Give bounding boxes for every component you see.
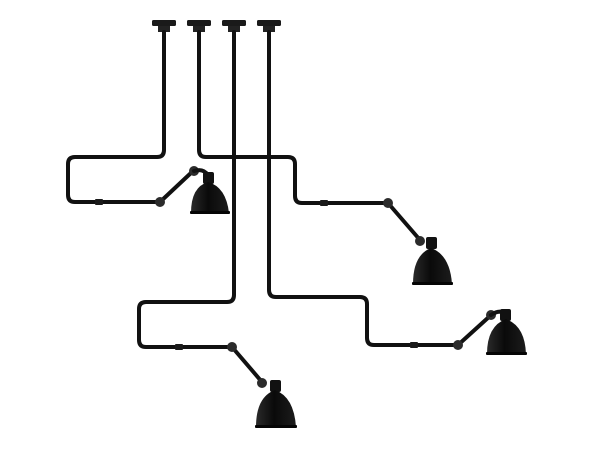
rod-2 — [197, 30, 387, 205]
wall-lamp-icon — [453, 309, 527, 355]
rod-1 — [66, 30, 166, 204]
wall-lamp-icon — [155, 166, 230, 214]
rods — [66, 30, 460, 349]
lamp-4 — [453, 309, 527, 355]
rod-4 — [267, 30, 460, 347]
ceiling-canopies — [152, 20, 281, 32]
rod-collars — [95, 199, 418, 350]
canopy-1 — [152, 20, 176, 32]
lamp-2 — [383, 198, 453, 285]
canopy-4 — [257, 20, 281, 32]
canopy-3 — [222, 20, 246, 32]
canopy-2 — [187, 20, 211, 32]
lamp-1 — [155, 166, 230, 214]
wall-lamp-icon — [227, 342, 297, 428]
lamp-3 — [227, 342, 297, 428]
wall-lamp-icon — [383, 198, 453, 285]
rod-3 — [137, 30, 236, 349]
